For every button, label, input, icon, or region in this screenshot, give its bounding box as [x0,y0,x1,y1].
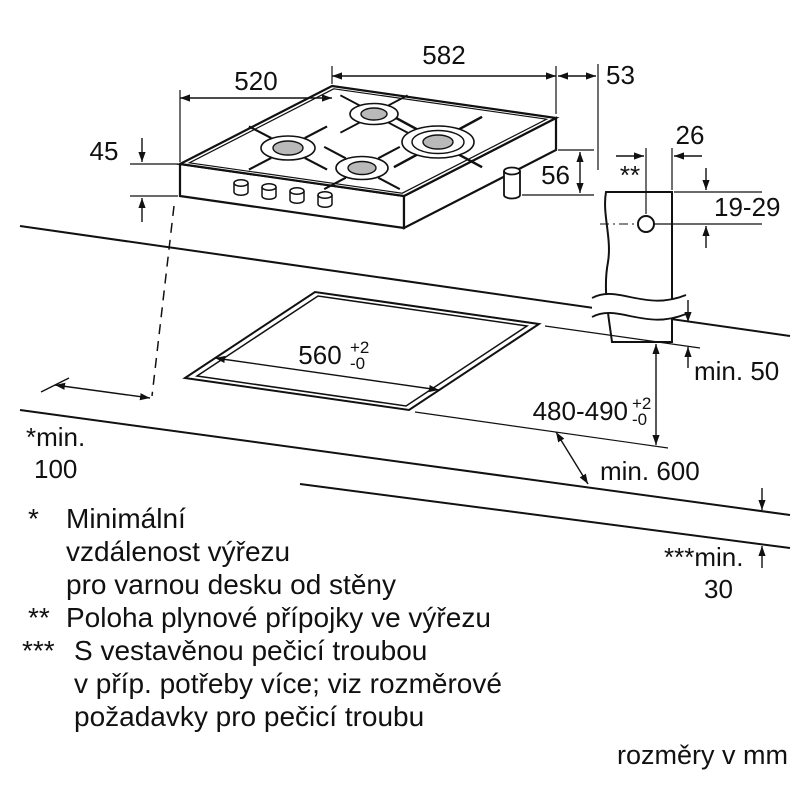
hob-top-rim [187,88,549,194]
connection-side-profile: 26 ** 19-29 [591,120,781,343]
cutout-inner-outline [194,295,530,407]
clearance-edge-label-2: 30 [704,574,733,604]
burner-back [349,102,399,126]
hob-dimensions: 582 520 53 45 56 [90,40,635,222]
footnote-1-line-3: pro varnou desku od stěny [66,569,396,600]
footnote-1-marker: * [28,503,39,534]
hob [176,84,560,230]
burner-front [335,155,389,181]
clearance-front-label: min. 600 [600,456,700,486]
footnote-2-line-1: Poloha plynové přípojky ve výřezu [66,602,491,633]
gas-connection-pipe [503,166,521,200]
dim-560-tol-minus: -0 [350,354,365,373]
footnote-3-line-3: požadavky pro pečicí troubu [74,701,424,732]
gas-connection-hole [637,215,655,233]
burners [260,102,475,181]
dim-45-label: 45 [90,136,119,166]
burner-wok [401,125,475,159]
hob-top-surface [176,84,560,198]
dim-520-label: 520 [234,66,277,96]
cutout-dimensions: 560 +2 -0 480-490 +2 -0 min. 50 *min. 10… [26,300,779,604]
clearance-edge-label-1: ***min. [664,542,743,572]
cutout-outer-outline [182,290,542,412]
footnote-2-marker: ** [28,602,50,633]
burner-left [260,135,316,161]
worktop-front-edge [19,409,791,516]
dim-19-29-label: 19-29 [714,192,781,222]
projection-dashed-line [151,205,175,397]
clearance-side-label-2: 100 [34,454,77,484]
break-line-lower [591,312,687,321]
connection-footnote-ref: ** [620,160,640,190]
footnote-1-line-1: Minimální [66,503,186,534]
dim-560-tol-plus: +2 [350,338,369,357]
cutout [182,290,542,412]
break-line-upper [591,293,687,302]
dim-480-490-tol-minus: -0 [632,410,647,429]
footnote-3-line-1: S vestavěnou pečicí troubou [74,635,427,666]
dim-582-label: 582 [422,40,465,70]
footnotes: * Minimální vzdálenost výřezu pro varnou… [22,503,502,732]
worktop-front-face-edge [299,483,791,549]
footnote-3-marker: *** [22,635,55,666]
footnote-1-line-2: vzdálenost výřezu [66,536,290,567]
dim-26-label: 26 [676,120,705,150]
clearance-back-label: min. 50 [694,356,779,386]
units-note: rozměry v mm [617,740,788,770]
dim-53-label: 53 [606,60,635,90]
dim-480-490-tol-plus: +2 [632,394,651,413]
dim-480-490-label: 480-490 [533,396,628,426]
footnote-3-line-2: v příp. potřeby více; viz rozměrové [74,668,502,699]
dim-560-label: 560 [298,340,341,370]
clearance-side-label-1: *min. [26,422,85,452]
dim-56-label: 56 [541,160,570,190]
